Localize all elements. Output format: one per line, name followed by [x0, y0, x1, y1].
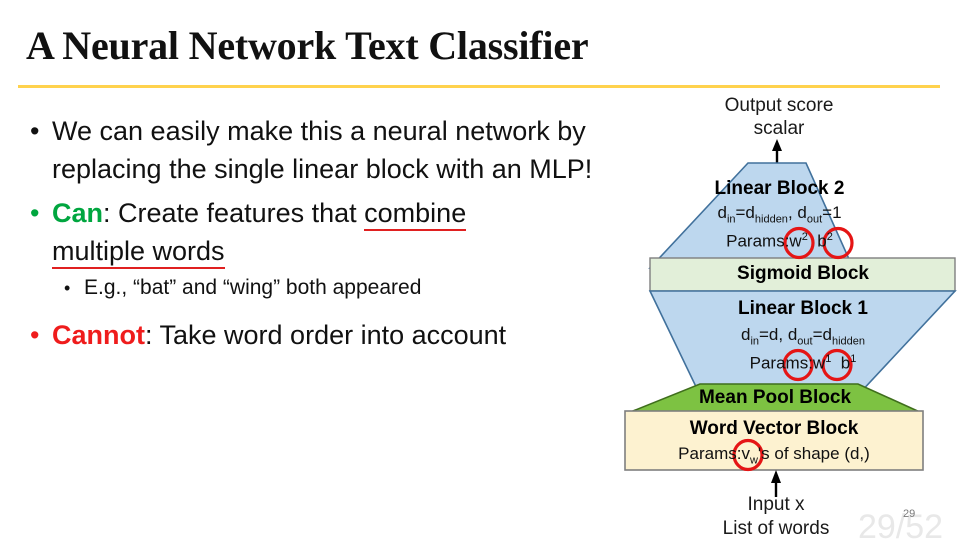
- block-title-word-vector-block: Word Vector Block: [689, 418, 859, 439]
- block-params-word-vector-block: Params:vw's of shape (d,): [678, 444, 870, 467]
- underlined-phrase-combine: combine: [364, 198, 467, 231]
- annotation-circle-b1: [821, 348, 853, 382]
- bullet-marker-icon: •: [30, 116, 40, 146]
- title-underline-rule: [18, 85, 940, 88]
- bullet-text: We can easily make this a neural network…: [52, 116, 593, 184]
- list-item: • We can easily make this a neural netwo…: [18, 112, 618, 188]
- page-number-small: 29: [903, 508, 916, 520]
- block-dims-linear-block-2: din=dhidden, dout=1: [717, 203, 842, 226]
- keyword-can: Can: [52, 198, 104, 228]
- block-params-linear-block-2: Params:w2 b2: [726, 231, 833, 251]
- block-params-linear-block-1: Params:w1 b1: [749, 353, 857, 373]
- input-arrow-icon: [771, 470, 781, 497]
- bullet-marker-icon: •: [30, 320, 40, 350]
- bullet-text: : Take word order into account: [144, 320, 507, 350]
- underlined-phrase-multiple-words: multiple words: [52, 236, 225, 269]
- bullet-text: : Create features that: [103, 198, 365, 228]
- output-arrow-icon: [772, 139, 782, 165]
- list-item: • Cannot: Take word order into account: [18, 316, 618, 354]
- diagram-shapes: [624, 139, 957, 497]
- block-title-mean-pool-block: Mean Pool Block: [698, 387, 852, 408]
- annotation-circle-w2: [783, 226, 815, 260]
- annotation-circle-vw: [732, 438, 764, 472]
- block-title-linear-block-1: Linear Block 1: [738, 298, 868, 319]
- keyword-cannot: Cannot: [52, 320, 145, 350]
- bullet-marker-icon: •: [30, 198, 40, 228]
- bullet-marker-icon: •: [64, 278, 71, 298]
- input-label-line-1: Input x: [747, 494, 805, 515]
- input-label-line-2: List of words: [722, 518, 830, 539]
- bullet-text: E.g., “bat” and “wing” both appeared: [84, 276, 422, 299]
- block-title-linear-block-2: Linear Block 2: [714, 178, 845, 199]
- annotation-circle-w1: [782, 348, 814, 382]
- annotation-circle-b2: [822, 226, 854, 260]
- page-number-large: 29/52: [858, 508, 944, 546]
- architecture-diagram: Output score scalar Linear Block 2 din=d…: [600, 95, 958, 552]
- list-item: • Can: Create features that combine mult…: [18, 194, 618, 270]
- block-title-sigmoid-block: Sigmoid Block: [737, 263, 869, 284]
- bullet-list: • We can easily make this a neural netwo…: [18, 112, 618, 360]
- output-label-line-2: scalar: [753, 118, 805, 139]
- shape-sigmoid-block: [649, 257, 956, 292]
- block-dims-linear-block-1: din=d, dout=dhidden: [740, 325, 866, 348]
- list-item: • E.g., “bat” and “wing” both appeared: [18, 272, 618, 304]
- page-title: A Neural Network Text Classifier: [26, 23, 589, 68]
- shape-word-vector-block: [624, 410, 924, 471]
- output-label-line-1: Output score: [724, 95, 834, 116]
